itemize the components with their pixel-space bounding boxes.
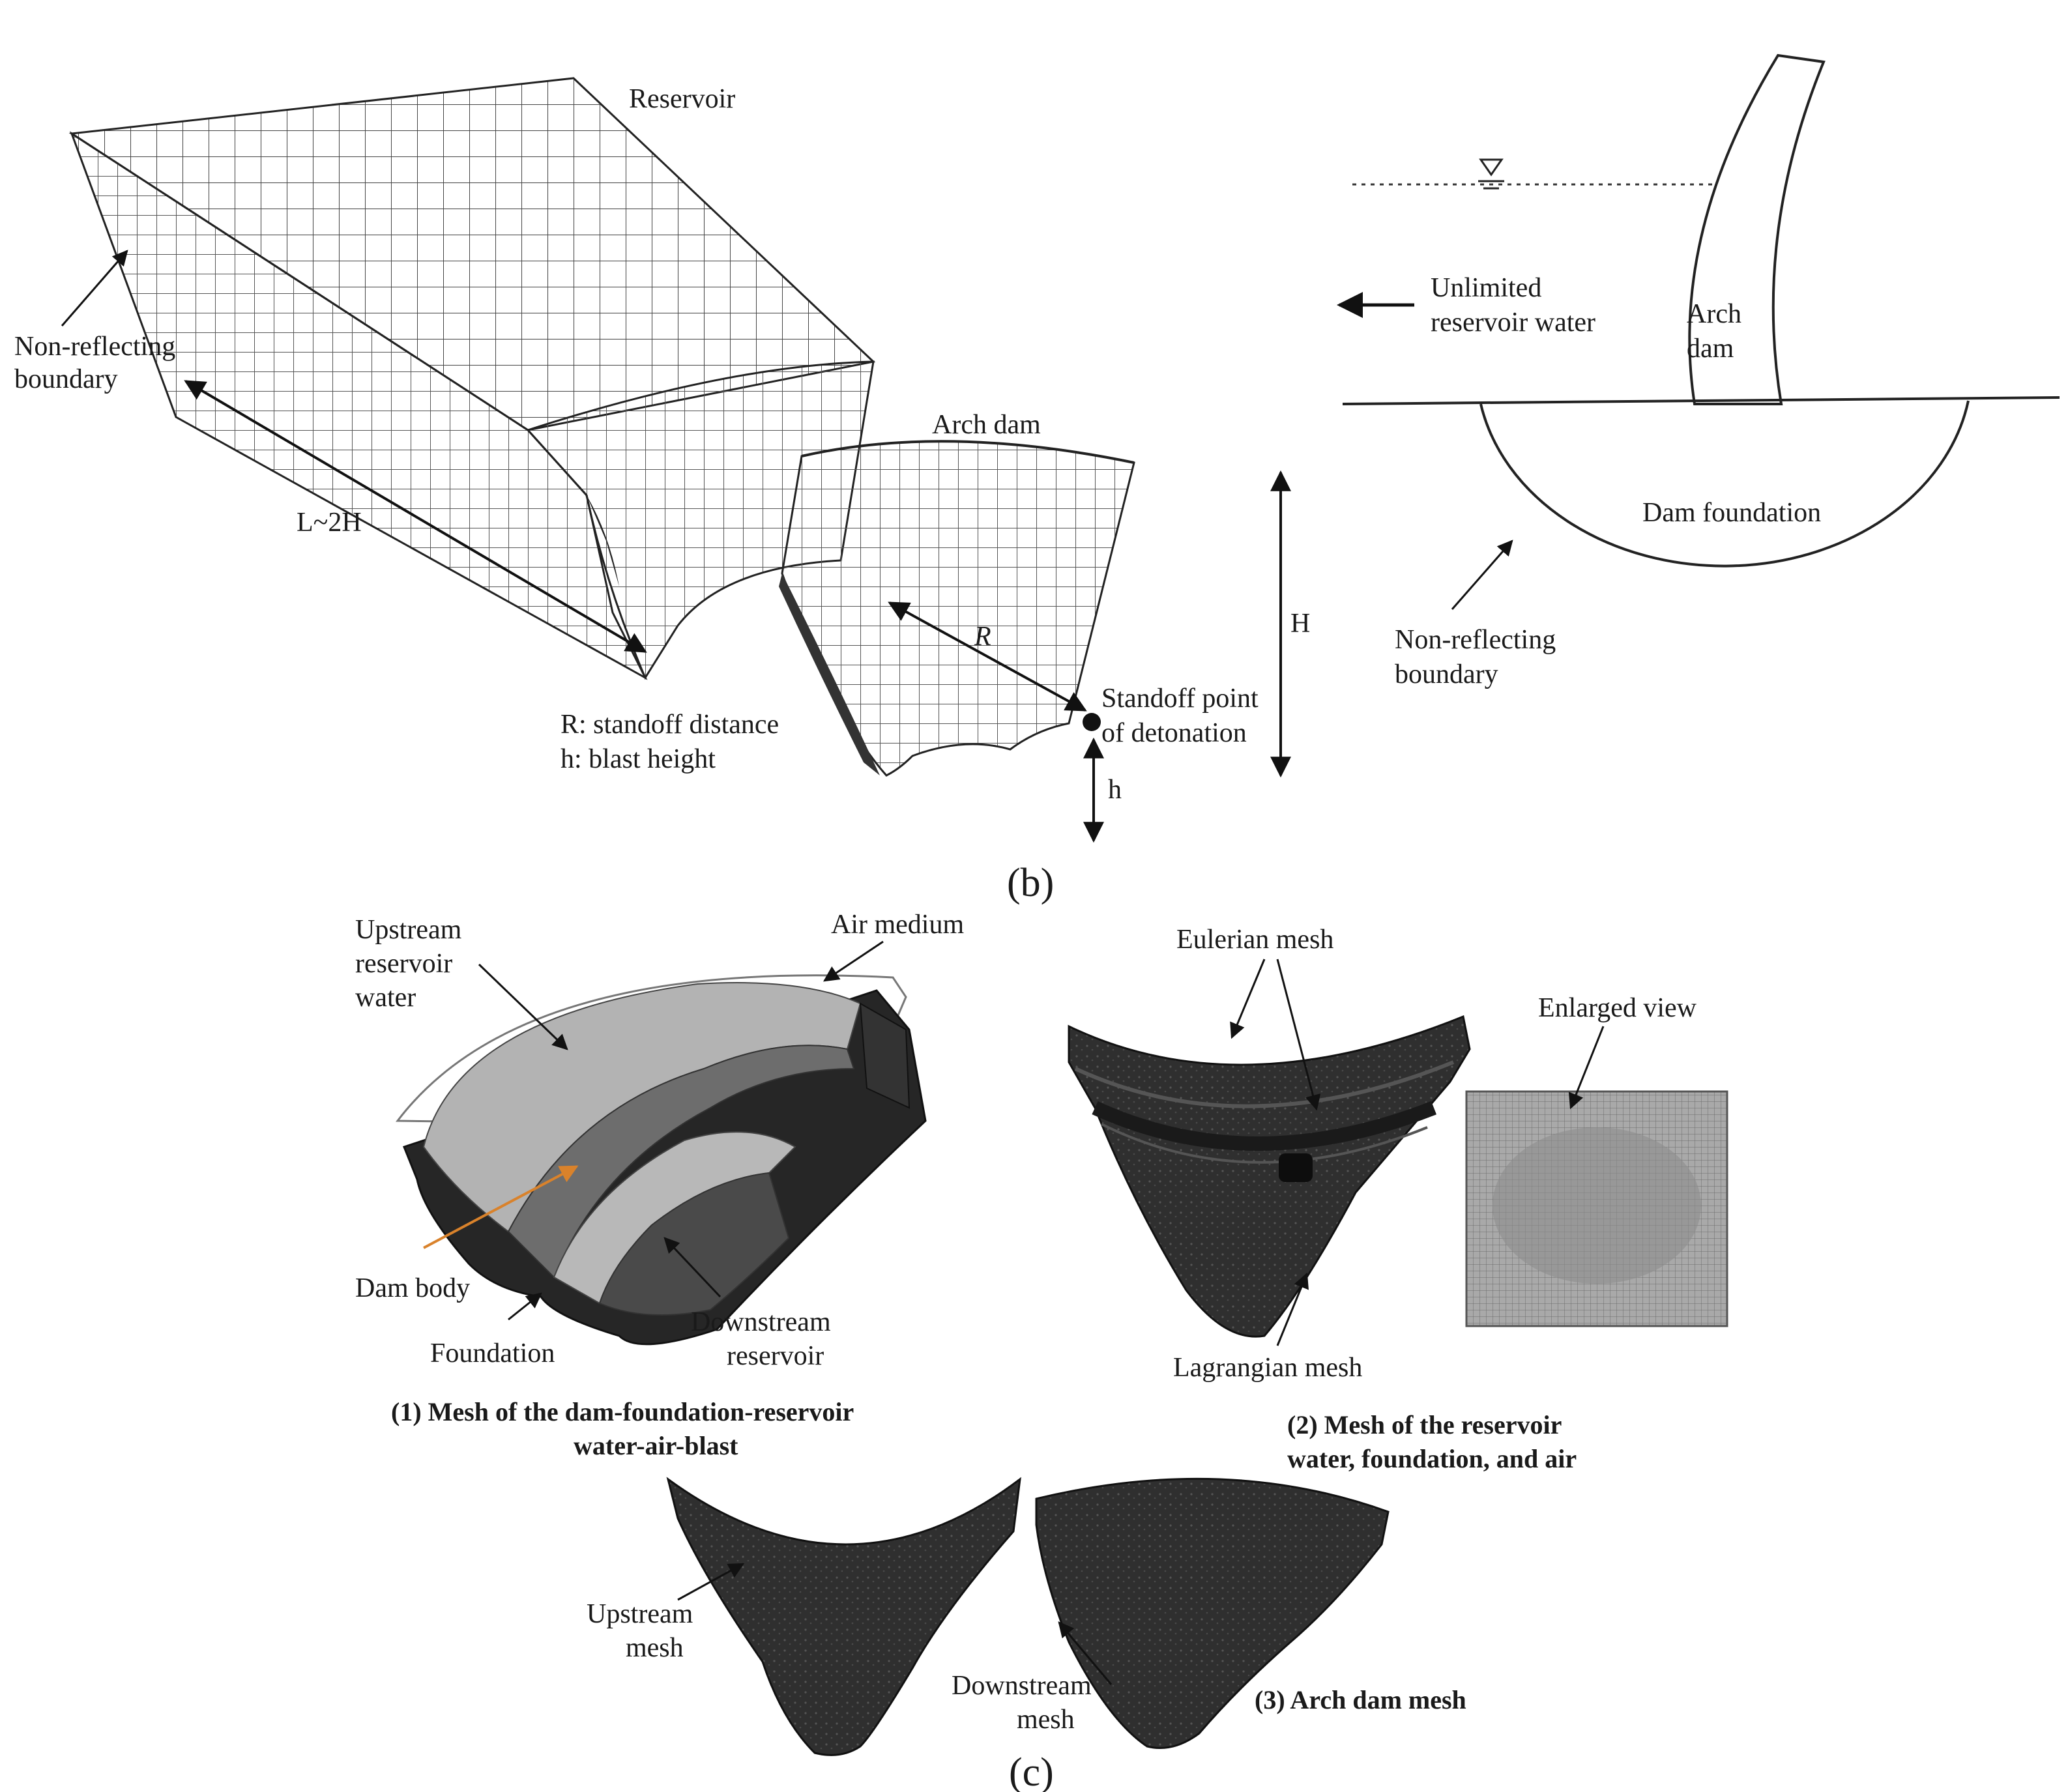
downstream-mesh-pointer (1058, 1621, 1113, 1685)
non-reflecting-right-line1: Non-reflecting (1395, 625, 1556, 655)
dam-body-pointer (423, 1165, 579, 1249)
arch-dam-mesh-label: Arch dam (932, 410, 1041, 440)
panel-c-tag: (c) (1009, 1750, 1054, 1792)
eulerian-label: Eulerian mesh (1176, 925, 1333, 955)
unlimited-water-line2: reservoir water (1431, 308, 1595, 338)
caption-3: (3) Arch dam mesh (1255, 1685, 1466, 1714)
reservoir-label: Reservoir (629, 84, 735, 114)
downstream-line2: reservoir (727, 1341, 824, 1371)
non-reflecting-right-pointer (1451, 540, 1513, 610)
upstream-mesh-pointer (677, 1563, 745, 1601)
non-reflecting-left-pointer (61, 250, 128, 326)
air-medium-pointer (823, 940, 884, 982)
enlarged-view-pointer (1568, 1026, 1605, 1110)
caption-2-line2: water, foundation, and air (1287, 1444, 1577, 1473)
length-dimension-arrow (184, 380, 647, 653)
panel-c2-model (1068, 1015, 1471, 1338)
upstream-mesh-line2: mesh (626, 1633, 684, 1663)
upstream-water-line2: reservoir (355, 949, 452, 979)
panel-b-left-labels: Reservoir Non-reflecting boundary L~2H A… (14, 84, 1310, 843)
length-label: L~2H (297, 508, 362, 538)
blast-height-symbol: h (1108, 775, 1122, 805)
upstream-water-pointer (478, 963, 568, 1050)
arch-dam-section-line2: dam (1687, 334, 1734, 364)
caption-1-line2: water-air-blast (574, 1431, 738, 1460)
foundation-boundary (1479, 400, 1970, 568)
dam-body-label: Dam body (355, 1273, 470, 1303)
upstream-water-line1: Upstream (355, 915, 462, 945)
ground-line (1342, 396, 2060, 405)
non-reflecting-right-line2: boundary (1395, 659, 1498, 689)
air-medium-label: Air medium (831, 910, 964, 940)
foundation-pointer (508, 1292, 542, 1321)
panel-b-tag: (b) (1007, 861, 1054, 905)
legend-blast-height: h: blast height (561, 744, 716, 774)
unlimited-water-line1: Unlimited (1431, 273, 1541, 303)
non-reflecting-left-line2: boundary (14, 364, 118, 394)
standoff-point-line1: Standoff point (1101, 684, 1259, 714)
radius-symbol: R (974, 622, 991, 652)
foundation-label: Foundation (430, 1338, 555, 1368)
eulerian-pointer-1 (1230, 959, 1266, 1039)
dam-body-shape (507, 1045, 855, 1279)
legend-standoff: R: standoff distance (561, 710, 779, 740)
upstream-mesh-shape (666, 1477, 1021, 1756)
upstream-mesh-line1: Upstream (587, 1599, 693, 1629)
dam-foundation-label: Dam foundation (1642, 498, 1821, 528)
downstream-pointer (663, 1237, 721, 1298)
panel-c1-model (396, 974, 927, 1346)
panel-c2-labels: Eulerian mesh Enlarged view Lagrangian m… (1173, 925, 1697, 1473)
lagrangian-mesh-shape (1068, 1015, 1471, 1338)
panel-b-arch-dam-mesh (779, 440, 1135, 777)
lagrangian-label: Lagrangian mesh (1173, 1353, 1362, 1383)
standoff-distance-arrow (888, 601, 1087, 712)
panel-c3-labels: Upstream mesh Downstream mesh (3) Arch d… (587, 1563, 1466, 1735)
height-symbol: H (1290, 609, 1310, 639)
panel-c2-enlarged-view (1465, 1090, 1728, 1327)
water-level-icon (1479, 158, 1504, 177)
panel-c1-labels: Upstream reservoir water Air medium Dam … (355, 910, 964, 1460)
caption-1-line1: (1) Mesh of the dam-foundation-reservoir (391, 1397, 854, 1426)
downstream-mesh-line1: Downstream (952, 1671, 1092, 1701)
lagrangian-pointer (1276, 1272, 1309, 1346)
eulerian-pointer-2 (1276, 959, 1321, 1111)
arch-dam-section-line1: Arch (1687, 299, 1741, 329)
caption-2-line1: (2) Mesh of the reservoir (1287, 1410, 1562, 1439)
standoff-point-line2: of detonation (1101, 718, 1247, 748)
downstream-mesh-line2: mesh (1017, 1705, 1075, 1735)
non-reflecting-left-line1: Non-reflecting (14, 332, 175, 362)
downstream-mesh-shape (1035, 1477, 1390, 1749)
upstream-water-line3: water (355, 983, 416, 1013)
panel-b-section-sketch: Unlimited reservoir water Arch dam Dam f… (1337, 53, 2060, 689)
panel-c3-model (666, 1477, 1390, 1756)
panel-b-reservoir-mesh (68, 77, 876, 680)
arch-dam-section (1688, 53, 1826, 405)
downstream-line1: Downstream (691, 1307, 831, 1337)
detonation-point-icon (1083, 713, 1101, 731)
enlarged-view-label: Enlarged view (1538, 993, 1697, 1023)
